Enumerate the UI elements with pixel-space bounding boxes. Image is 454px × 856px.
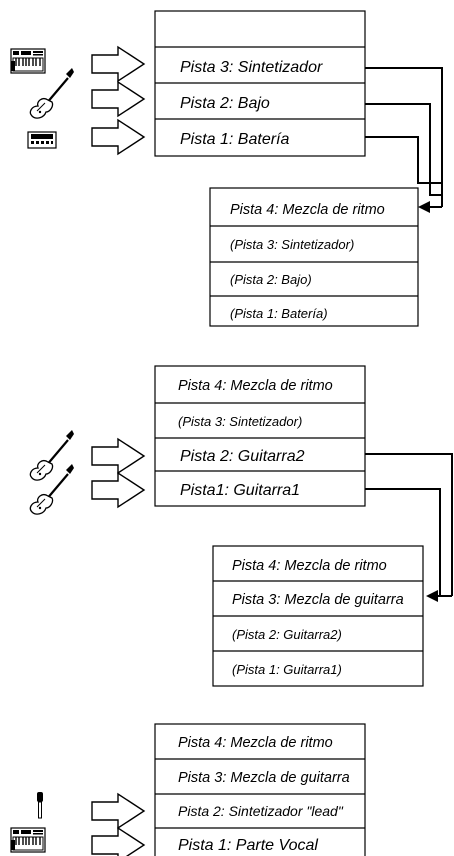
electric-guitar-icon	[29, 428, 76, 482]
section1-recorder: Pista 3: Sintetizador Pista 2: Bajo Pist…	[154, 10, 366, 157]
s1-connector-lines	[365, 67, 443, 208]
s2-connector-arrowhead	[426, 590, 438, 602]
s1-track-1-label: Pista 1: Batería	[180, 131, 289, 148]
s2-connector-lines	[365, 453, 453, 597]
s3-track-3-label: Pista 3: Mezcla de guitarra	[178, 770, 350, 786]
drum-machine-icon	[27, 131, 57, 149]
microphone-icon	[37, 792, 43, 819]
s1-connector-arrowhead	[418, 201, 430, 213]
s1-arrow-track-1	[91, 119, 145, 155]
section2-mix: Pista 4: Mezcla de ritmo Pista 3: Mezcla…	[212, 545, 424, 687]
s3-track-1-label: Pista 1: Parte Vocal	[178, 837, 318, 854]
s1-arrow-track-2	[91, 81, 145, 117]
s2-arrow-track-2	[91, 438, 145, 474]
section1-mix: Pista 4: Mezcla de ritmo (Pista 3: Sinte…	[209, 187, 419, 327]
s3-arrow-track-2	[91, 793, 145, 829]
s2-track-3-label: (Pista 3: Sintetizador)	[178, 414, 302, 429]
keyboard-synth-icon	[10, 48, 46, 74]
s2-track-4-label: Pista 4: Mezcla de ritmo	[178, 378, 333, 394]
s2-arrow-track-1	[91, 472, 145, 508]
s2-mix-track-4: Pista 4: Mezcla de ritmo	[232, 558, 387, 574]
s1-track-2-label: Pista 2: Bajo	[180, 95, 270, 112]
section3-recorder: Pista 4: Mezcla de ritmo Pista 3: Mezcla…	[154, 723, 366, 856]
section2-recorder: Pista 4: Mezcla de ritmo (Pista 3: Sinte…	[154, 365, 366, 507]
s1-track-3-label: Pista 3: Sintetizador	[180, 59, 323, 76]
s1-mix-track-1: (Pista 1: Batería)	[230, 306, 328, 321]
s2-mix-track-3: Pista 3: Mezcla de guitarra	[232, 592, 404, 608]
s1-mix-track-3: (Pista 3: Sintetizador)	[230, 237, 354, 252]
s2-mix-track-1: (Pista 1: Guitarra1)	[232, 662, 342, 677]
s2-mix-track-2: (Pista 2: Guitarra2)	[232, 627, 342, 642]
s2-track-1-label: Pista1: Guitarra1	[180, 482, 300, 499]
s1-mix-track-2: (Pista 2: Bajo)	[230, 272, 312, 287]
s3-arrow-track-1	[91, 827, 145, 856]
s2-track-2-label: Pista 2: Guitarra2	[180, 448, 305, 465]
s1-mix-track-4: Pista 4: Mezcla de ritmo	[230, 202, 385, 218]
bass-guitar-icon	[29, 66, 76, 120]
s1-arrow-track-3	[91, 46, 145, 82]
keyboard-synth-icon	[10, 827, 46, 853]
s3-track-2-label: Pista 2: Sintetizador "lead"	[178, 803, 344, 819]
s3-track-4-label: Pista 4: Mezcla de ritmo	[178, 735, 333, 751]
